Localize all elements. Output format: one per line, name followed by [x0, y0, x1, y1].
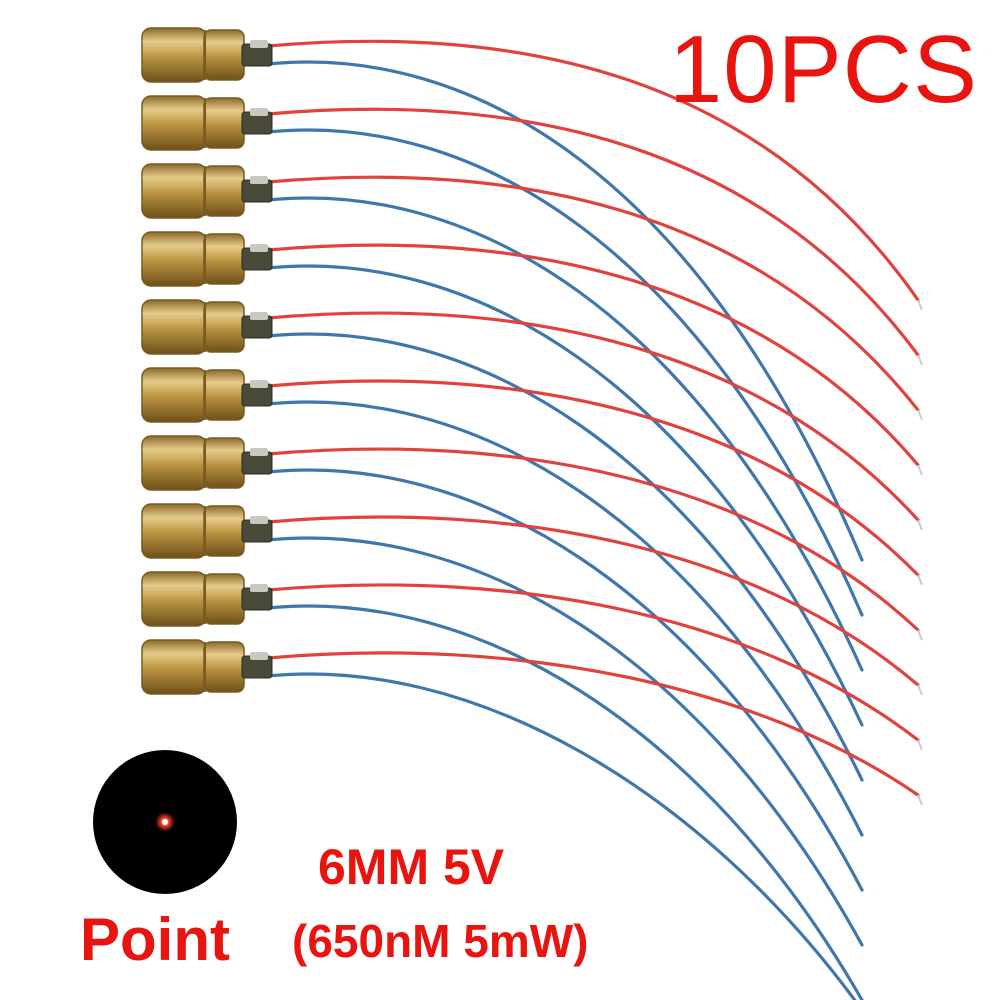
red-wire: [266, 107, 920, 357]
module-lens-cap: [141, 299, 207, 355]
module-body: [203, 97, 245, 149]
blue-wire: [266, 468, 864, 892]
module-lens-cap: [141, 95, 207, 151]
red-wire: [266, 39, 920, 302]
red-wire: [266, 651, 920, 797]
blue-wire: [266, 128, 864, 617]
blue-wire: [266, 536, 864, 947]
red-wire-tip: [917, 464, 923, 476]
laser-module: [141, 163, 273, 219]
wires: [266, 39, 923, 1000]
laser-module: [141, 27, 273, 83]
module-body: [203, 301, 245, 353]
laser-module: [141, 435, 273, 491]
module-lens-cap: [141, 367, 207, 423]
laser-module: [141, 95, 273, 151]
laser-module: [141, 367, 273, 423]
module-body: [203, 233, 245, 285]
red-wire: [266, 447, 920, 632]
red-wire-tip: [917, 299, 923, 311]
solder-pad: [250, 108, 268, 116]
module-body: [203, 369, 245, 421]
red-wire: [266, 311, 920, 522]
solder-pad: [250, 584, 268, 592]
blue-wire: [266, 196, 864, 672]
solder-pad: [250, 176, 268, 184]
module-lens-cap: [141, 27, 207, 83]
red-wire: [266, 175, 920, 412]
module-lens-cap: [141, 571, 207, 627]
laser-module: [141, 299, 273, 355]
red-wire: [266, 515, 920, 687]
module-body: [203, 505, 245, 557]
blue-wire: [266, 400, 864, 837]
blue-wire: [266, 332, 864, 782]
spec-text: 6MM 5V: [318, 839, 505, 895]
wavelength-power-text: (650nM 5mW): [292, 915, 589, 967]
module-lens-cap: [141, 639, 207, 695]
red-wire: [266, 379, 920, 577]
laser-module: [141, 639, 273, 695]
module-body: [203, 165, 245, 217]
solder-pad: [250, 516, 268, 524]
module-lens-cap: [141, 435, 207, 491]
solder-pad: [250, 244, 268, 252]
module-bodies: [141, 27, 273, 695]
blue-wire: [266, 672, 857, 1000]
module-body: [203, 437, 245, 489]
solder-pad: [250, 448, 268, 456]
module-body: [203, 641, 245, 693]
red-wire: [266, 243, 920, 467]
blue-wire: [266, 604, 864, 1000]
module-lens-cap: [141, 503, 207, 559]
module-body: [203, 29, 245, 81]
solder-pad: [250, 40, 268, 48]
solder-pad: [250, 652, 268, 660]
point-label: Point: [80, 906, 230, 973]
module-lens-cap: [141, 163, 207, 219]
red-wire-tip: [917, 739, 923, 751]
blue-wire: [266, 60, 864, 562]
laser-point-dot: [162, 819, 168, 825]
red-wire-tip: [917, 794, 923, 806]
red-wire-tip: [917, 574, 923, 586]
module-lens-cap: [141, 231, 207, 287]
red-wire-tip: [917, 354, 923, 366]
red-wire-tip: [917, 519, 923, 531]
laser-module: [141, 503, 273, 559]
red-wire: [266, 583, 920, 742]
solder-pad: [250, 380, 268, 388]
red-wire-tip: [917, 684, 923, 696]
solder-pad: [250, 312, 268, 320]
module-body: [203, 573, 245, 625]
laser-module: [141, 571, 273, 627]
laser-module: [141, 231, 273, 287]
blue-wire: [266, 264, 864, 727]
quantity-title: 10PCS: [668, 16, 978, 123]
red-wire-tip: [917, 409, 923, 421]
red-wire-tip: [917, 629, 923, 641]
